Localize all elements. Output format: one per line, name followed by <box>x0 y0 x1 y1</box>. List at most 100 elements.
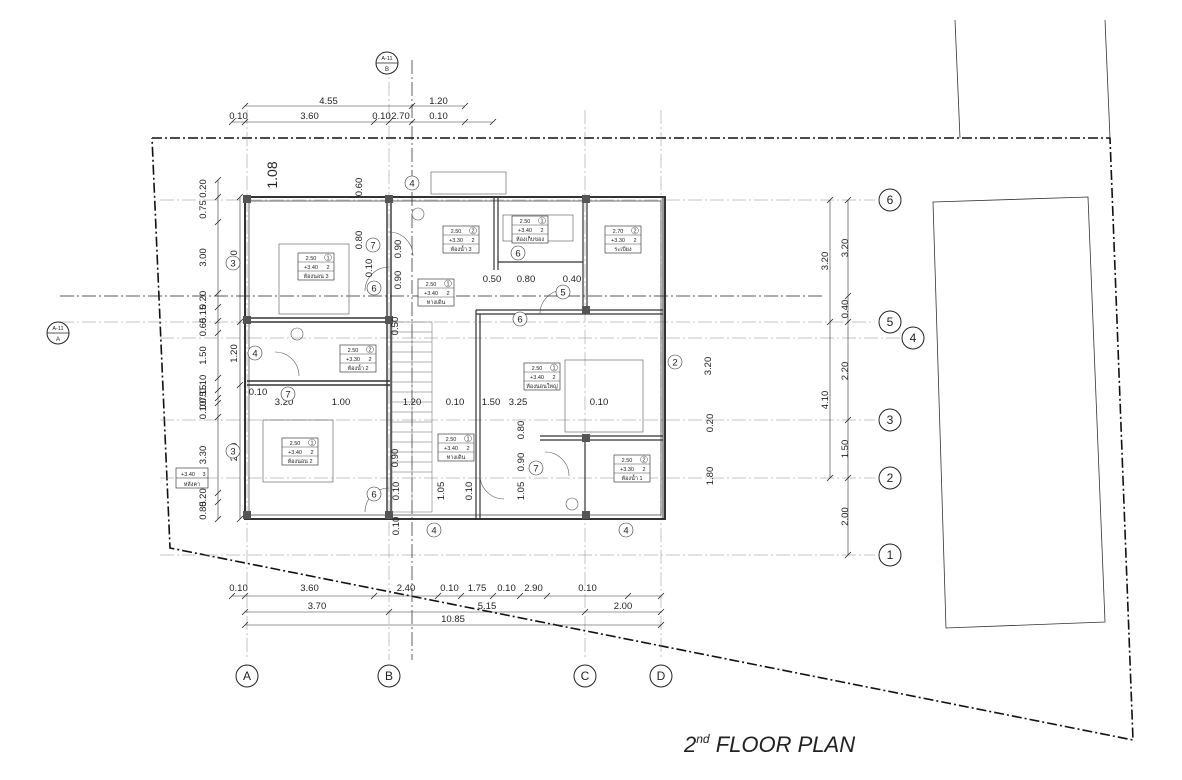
room-label-box <box>339 344 377 373</box>
finish-tag: 4 <box>618 522 634 538</box>
grid-label-row-5: 5 <box>887 315 894 329</box>
dimension-tick <box>581 608 589 616</box>
dimension-tick <box>214 289 222 297</box>
room-name: ระเบียง <box>614 246 632 253</box>
finish-tag: 4 <box>426 522 442 538</box>
finish-tag: 3 <box>225 443 241 459</box>
finish-tag-number: 7 <box>370 241 375 252</box>
room-ceiling-tag-circle <box>640 455 648 464</box>
dimension-inner-3: 0.10 <box>364 259 375 278</box>
dimension-bottom_a-0: 0.10 <box>229 583 248 594</box>
finish-tag-number: 6 <box>515 249 520 260</box>
room-name: ห้องนอน 3 <box>303 273 328 280</box>
plan-title-superscript: nd <box>696 732 710 746</box>
dimension-inner-7: 0.80 <box>517 274 536 285</box>
dimension-left_a-8: 0.15 <box>198 385 209 404</box>
dimension-tick <box>214 329 222 337</box>
dimension-tick <box>214 399 222 407</box>
room-name: ห้องน้ำ 1 <box>621 474 642 482</box>
dimension-left_a-9: 0.75 <box>198 391 209 410</box>
dimension-tick <box>844 551 852 559</box>
finish-tag-number: 3 <box>230 447 235 458</box>
room-label-box <box>297 252 335 281</box>
section-mark-a: A <box>56 337 60 343</box>
room-ceiling-tag: 2 <box>368 348 371 354</box>
dimension-left_a-7: 0.10 <box>198 375 209 394</box>
room-label-box <box>604 225 642 254</box>
room-name: ห้องนอน 2 <box>287 458 312 465</box>
room-ceiling-tag-circle <box>631 226 639 235</box>
dimension-tick <box>461 102 469 110</box>
room-ceiling-tag: 1 <box>326 256 329 262</box>
finish-tag-number: 2 <box>672 358 677 369</box>
finish-tag: 7 <box>365 237 381 253</box>
dimension-tick <box>214 498 222 506</box>
dimension-inner-26: 3.20 <box>703 357 714 376</box>
dimension-top_a-0: 4.55 <box>319 96 338 107</box>
dimension-inner-12: 1.00 <box>332 397 351 408</box>
finish-tag-circle <box>366 280 382 296</box>
room-label-box <box>613 454 651 483</box>
plan-title-rest: FLOOR PLAN <box>710 732 856 757</box>
room-name: ทางเดิน <box>447 454 466 461</box>
dimension-tick <box>214 386 222 394</box>
room-floor-level: +3.40 <box>288 450 302 456</box>
dimension-tick <box>489 118 497 126</box>
room-ceiling-height: 2.50 <box>532 366 543 372</box>
grid-bubble-column-b <box>377 664 401 688</box>
room-ceiling-height: 2.70 <box>613 229 624 235</box>
dimension-tick <box>844 196 852 204</box>
dimension-inner-2: 0.80 <box>354 231 365 250</box>
dimension-left_b-1: 1.20 <box>229 344 240 363</box>
room-ceiling-tag: 1 <box>466 437 469 443</box>
dimension-tick <box>214 176 222 184</box>
dimension-tick <box>214 317 222 325</box>
dimension-inner-0: 1.08 <box>264 161 280 188</box>
furniture <box>262 171 644 511</box>
grid-bubble-column-a <box>235 664 259 688</box>
dimension-inner-22: 0.10 <box>464 482 475 501</box>
dimension-inner-21: 1.05 <box>436 482 447 501</box>
room-name: ห้องน้ำ 2 <box>347 364 368 372</box>
room-ceiling-height: 2.50 <box>446 437 457 443</box>
room-ceiling-height: 2.50 <box>520 219 531 225</box>
room-ceiling-tag: 1 <box>552 366 555 372</box>
dimension-tick <box>241 102 249 110</box>
dimension-tick <box>844 292 852 300</box>
room-floor-level: +3.30 <box>346 357 360 363</box>
dimension-top_b-3: 2.70 <box>391 111 410 122</box>
neighbour-building <box>932 196 1106 629</box>
dimension-right_a-1: 0.40 <box>840 300 851 319</box>
finish-tag: 3 <box>225 255 241 271</box>
staircase <box>391 321 433 513</box>
finish-tag: 4 <box>247 345 263 361</box>
room-ceiling-height: 2.50 <box>306 256 317 262</box>
room-floor-level: +3.40 <box>304 265 318 271</box>
room-ceiling-tag-circle <box>538 216 546 225</box>
dimension-top_b-1: 3.60 <box>300 111 319 122</box>
dimension-tick <box>241 592 249 600</box>
dimension-bottom_b-1: 5.15 <box>478 601 497 612</box>
dimension-left_a-13: 0.85 <box>198 501 209 520</box>
finish-tag-number: 6 <box>517 315 522 326</box>
dimension-tick <box>385 118 393 126</box>
dimension-inner-18: 0.80 <box>516 421 527 440</box>
dimension-right_b-0: 3.20 <box>820 252 831 271</box>
dimension-bottom_b-0: 3.70 <box>308 601 327 612</box>
dimension-tick <box>657 621 665 629</box>
finish-tag: 7 <box>280 386 296 402</box>
room-name: ห้องน้ำ 3 <box>450 245 471 253</box>
room-floor-level: +3.40 <box>530 375 544 381</box>
dimension-left_a-3: 0.20 <box>198 291 209 310</box>
dimension-inner-16: 3.25 <box>509 397 528 408</box>
plan-title: 2nd FLOOR PLAN <box>683 732 855 757</box>
finish-tag-circle <box>426 522 442 538</box>
room-ceiling-tag-circle <box>464 434 472 443</box>
room-ceiling-tag-circle <box>550 363 558 372</box>
